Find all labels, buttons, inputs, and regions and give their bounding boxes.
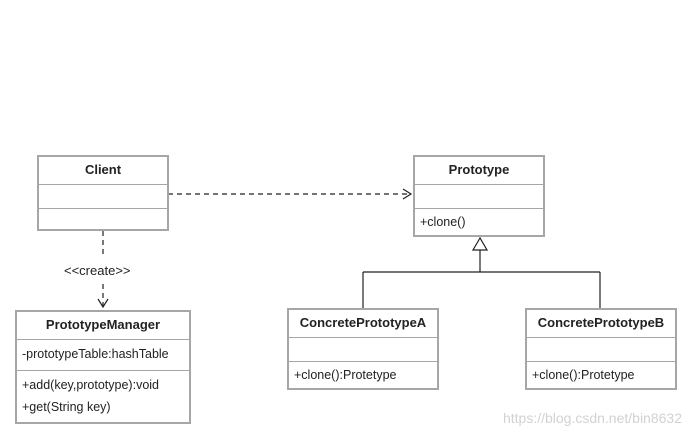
class-name: PrototypeManager (45, 317, 161, 332)
attributes-compartment (39, 184, 167, 208)
class-client: Client (37, 155, 169, 231)
operations-compartment: +clone():Protetype (289, 361, 437, 388)
operation: +add(key,prototype):void (22, 378, 159, 392)
attributes-compartment (415, 184, 543, 208)
attribute: -prototypeTable:hashTable (22, 347, 169, 361)
operations-compartment: +clone():Protetype (527, 361, 675, 388)
create-stereotype-label: <<create>> (64, 263, 131, 278)
attributes-compartment (289, 337, 437, 361)
operations-compartment (39, 208, 167, 229)
generalization-triangle (471, 236, 489, 251)
dependency-arrowhead (402, 188, 413, 200)
class-concrete-prototype-a: ConcretePrototypeA +clone():Protetype (287, 308, 439, 390)
create-arrowhead (97, 298, 109, 309)
class-prototype: Prototype +clone() (413, 155, 545, 237)
operations-compartment: +add(key,prototype):void +get(String key… (17, 370, 189, 422)
attributes-compartment (527, 337, 675, 361)
operation: +get(String key) (22, 400, 111, 414)
operations-compartment: +clone() (415, 208, 543, 235)
class-name: Prototype (448, 162, 510, 177)
class-concrete-prototype-b: ConcretePrototypeB +clone():Protetype (525, 308, 677, 390)
class-name: Client (84, 162, 122, 177)
operation: +clone() (420, 215, 466, 229)
attributes-compartment: -prototypeTable:hashTable (17, 339, 189, 370)
class-name: ConcretePrototypeB (537, 315, 665, 330)
watermark: https://blog.csdn.net/bin8632 (502, 410, 682, 426)
class-prototype-manager: PrototypeManager -prototypeTable:hashTab… (15, 310, 191, 424)
class-name: ConcretePrototypeA (299, 315, 427, 330)
operation: +clone():Protetype (532, 368, 635, 382)
operation: +clone():Protetype (294, 368, 397, 382)
